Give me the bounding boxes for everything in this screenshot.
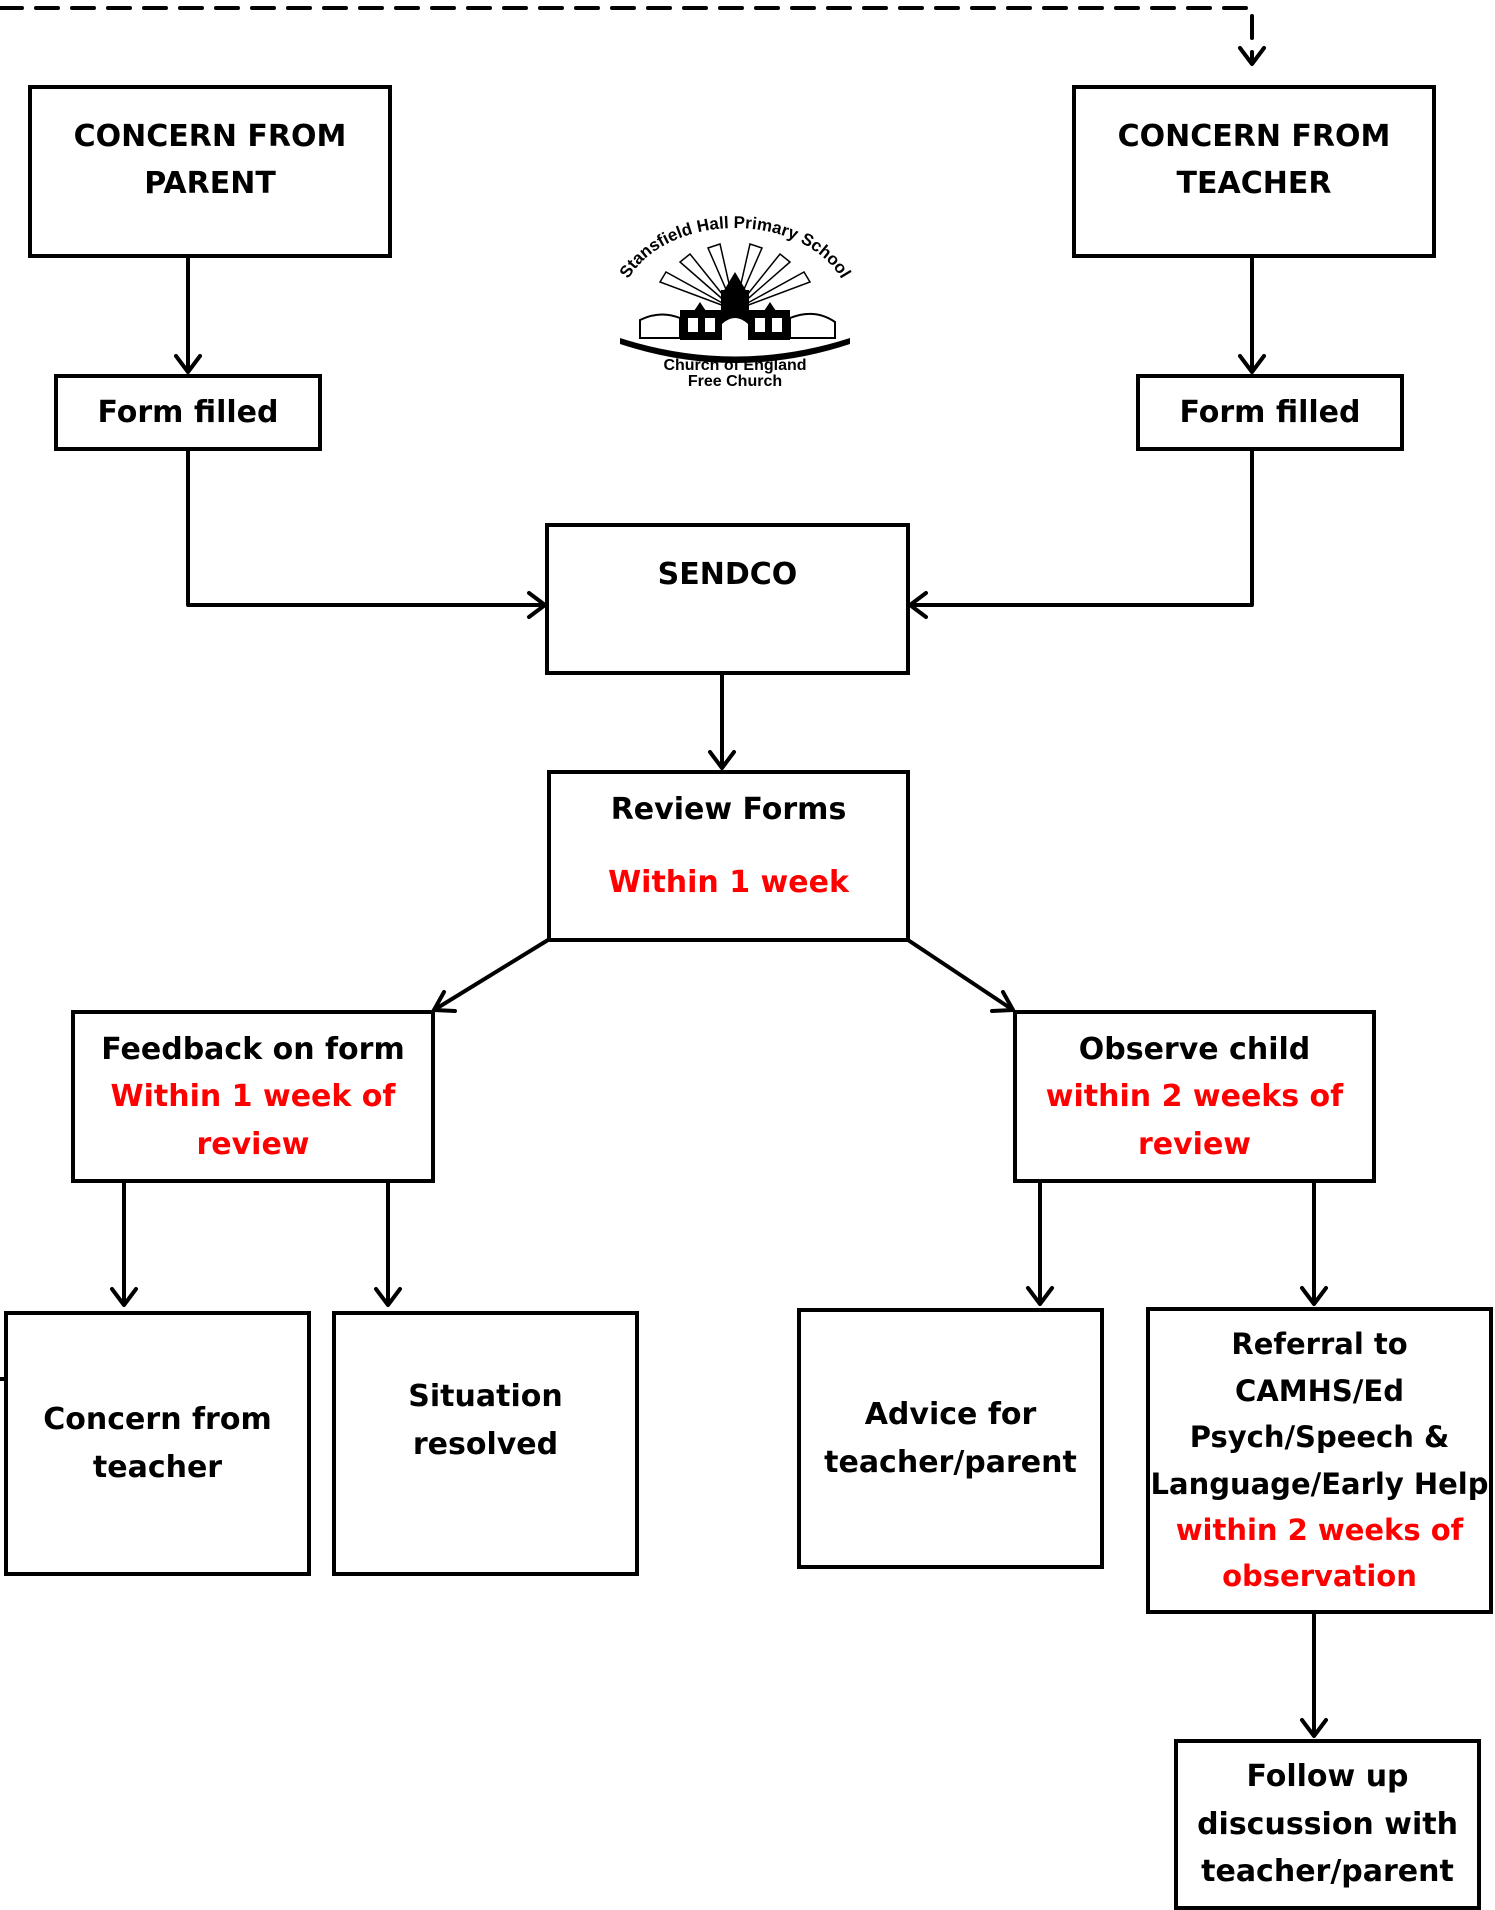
box-text-line: teacher [92, 1449, 223, 1485]
box-text-line: Referral to [1231, 1327, 1408, 1362]
box-text-line: Situation resolved [408, 1379, 563, 1462]
box-timing-text: within 2 weeks of [1045, 1079, 1344, 1115]
box-text-line: Observe child [1078, 1032, 1311, 1067]
sunburst-icon [658, 243, 812, 311]
box-timing-text: review [1137, 1126, 1252, 1162]
observe-child-box: Observe child within 2 weeks of review [1013, 1010, 1376, 1183]
church-building-icon [639, 272, 836, 340]
box-text-line: CONCERN FROM [1117, 119, 1391, 154]
logo-school-name: Stansfield Hall Primary School [616, 213, 855, 281]
concern-from-parent-box: CONCERN FROM PARENT [28, 85, 392, 258]
box-text-line: Form filled [97, 394, 279, 430]
arrowhead [708, 750, 736, 770]
arrowhead [374, 1287, 402, 1307]
arrowhead [1026, 1286, 1054, 1306]
box-text-line: discussion with [1197, 1806, 1458, 1842]
sendco-box: SENDCO [545, 523, 910, 675]
arrowhead [1300, 1286, 1328, 1306]
logo-baseline [620, 338, 850, 363]
connector [906, 938, 1015, 1012]
box-text-line: Feedback on form [101, 1032, 405, 1067]
box-text-line: Language/Early Help [1150, 1466, 1489, 1501]
arrowhead [110, 1287, 138, 1307]
logo-line2: Free Church [688, 373, 782, 390]
feedback-on-form-box: Feedback on form Within 1 week of review [71, 1010, 435, 1183]
arrowhead [908, 591, 928, 619]
box-text-line: TEACHER [1176, 166, 1332, 202]
box-text-line: Concern from [43, 1402, 272, 1438]
situation-resolved-box: Situation resolved [332, 1311, 639, 1576]
form-filled-right-box: Form filled [1136, 374, 1404, 451]
box-timing-text: Within 1 week [608, 865, 849, 901]
box-timing-text: observation [1222, 1559, 1417, 1594]
arrowhead [1238, 46, 1266, 66]
follow-up-box: Follow up discussion with teacher/parent [1174, 1739, 1481, 1910]
advice-box: Advice for teacher/parent [797, 1308, 1104, 1569]
concern-from-teacher-outcome-box: Concern from teacher [4, 1311, 311, 1576]
box-text-line: CAMHS/Ed [1235, 1373, 1404, 1408]
referral-box: Referral to CAMHS/Ed Psych/Speech & Lang… [1146, 1307, 1493, 1614]
arrowhead [1238, 354, 1266, 374]
box-timing-text: Within 1 week of [110, 1079, 396, 1115]
box-timing-text: review [196, 1126, 310, 1162]
review-forms-box: Review Forms Within 1 week [547, 770, 910, 942]
box-text-line: teacher/parent [824, 1444, 1077, 1480]
box-text-line: Psych/Speech & [1189, 1420, 1450, 1455]
dashed-connector [0, 6, 1254, 64]
form-filled-left-box: Form filled [54, 374, 322, 451]
box-text-line: Review Forms [610, 792, 847, 827]
logo-line1: Church of England [663, 357, 806, 374]
concern-from-teacher-box: CONCERN FROM TEACHER [1072, 85, 1436, 258]
arrowhead [174, 354, 202, 374]
box-text-line: CONCERN FROM [73, 119, 347, 154]
connector [908, 447, 1254, 607]
box-text-line: Advice for [864, 1397, 1037, 1433]
box-text-line: SENDCO [657, 557, 798, 592]
connector [186, 447, 547, 607]
box-text-line: teacher/parent [1201, 1854, 1454, 1890]
arrowhead [1300, 1718, 1328, 1738]
box-text-line: Form filled [1179, 394, 1361, 430]
box-text-line: PARENT [144, 166, 276, 202]
connector [432, 938, 550, 1012]
box-timing-text: within 2 weeks of [1175, 1512, 1464, 1547]
svg-text:Stansfield Hall Primary School: Stansfield Hall Primary School [616, 213, 855, 281]
school-logo: Stansfield Hall Primary School Church of… [616, 213, 855, 390]
box-text-line: Follow up [1246, 1759, 1409, 1795]
